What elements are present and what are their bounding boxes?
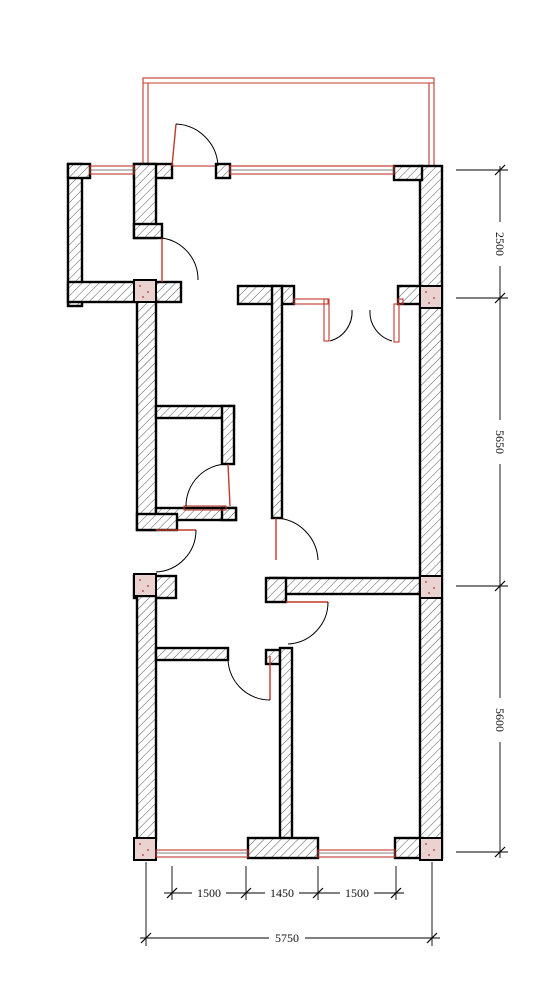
door-kitchen-double <box>329 309 393 342</box>
door-hall-left <box>155 529 197 573</box>
wall-bottom-right-pier <box>393 836 425 860</box>
column-right-bottom <box>419 837 443 861</box>
walls <box>66 162 444 860</box>
wall-lower-partition <box>278 646 294 846</box>
wall-top-door-pier <box>214 162 232 180</box>
window-bottom-right <box>317 849 396 858</box>
wall-lower-left-room-top <box>154 646 230 662</box>
dimension-total: 5750 <box>140 862 440 946</box>
wall-bath-right <box>220 404 236 466</box>
column-right-upper <box>419 285 443 309</box>
wall-left-lower <box>135 594 158 842</box>
window-kitchen-left <box>293 298 330 342</box>
dim-right-5600: 5600 <box>493 708 507 732</box>
balcony-railing <box>142 77 435 167</box>
dim-right-5650: 5650 <box>493 430 507 454</box>
dimension-chain-right: 2500 5650 5600 <box>456 164 508 858</box>
column-right-middle <box>419 575 443 599</box>
window-bottom-left <box>155 849 249 858</box>
window-kitchen-right <box>393 298 404 343</box>
door-bedroom-right <box>286 601 329 645</box>
door-bath <box>185 463 231 507</box>
dimension-chain-bottom: 1500 1450 1500 <box>164 866 404 900</box>
wall-top-right-block <box>392 164 424 182</box>
door-bedroom-left <box>227 655 271 701</box>
wall-middle-horizontal <box>268 576 422 596</box>
doors <box>155 123 393 701</box>
wall-partition-top <box>236 284 296 306</box>
wall-left-middle <box>135 296 158 532</box>
wall-bath-stub <box>220 506 238 522</box>
wall-small-room-bottom <box>66 280 183 304</box>
wall-left-middle-foot <box>135 512 179 532</box>
column-left-upper <box>133 279 157 303</box>
door-small-room <box>161 237 199 282</box>
windows <box>89 165 404 858</box>
dim-right-2500: 2500 <box>493 232 507 256</box>
window-top-main <box>229 165 395 175</box>
door-balcony <box>171 123 219 167</box>
dim-bottom-1500-left: 1500 <box>197 886 221 900</box>
window-bath <box>183 505 227 511</box>
dim-bottom-1500-right: 1500 <box>345 886 369 900</box>
column-left-bottom <box>133 837 157 861</box>
wall-lower-partition-stub <box>264 648 282 666</box>
wall-right-exterior <box>418 164 444 860</box>
window-top-small-room <box>89 165 135 175</box>
dim-total-5750: 5750 <box>275 931 299 945</box>
door-bedroom-upper <box>275 517 319 561</box>
wall-small-room-top <box>66 162 92 180</box>
wall-bottom-center-pier <box>246 836 320 860</box>
column-left-middle <box>133 573 157 597</box>
wall-left-upper-stub <box>132 222 164 240</box>
columns <box>133 279 443 861</box>
wall-middle-stub <box>264 576 288 604</box>
wall-partition-vertical <box>270 284 284 520</box>
wall-kitchen-right-block <box>396 284 424 306</box>
dim-bottom-1450: 1450 <box>270 886 294 900</box>
